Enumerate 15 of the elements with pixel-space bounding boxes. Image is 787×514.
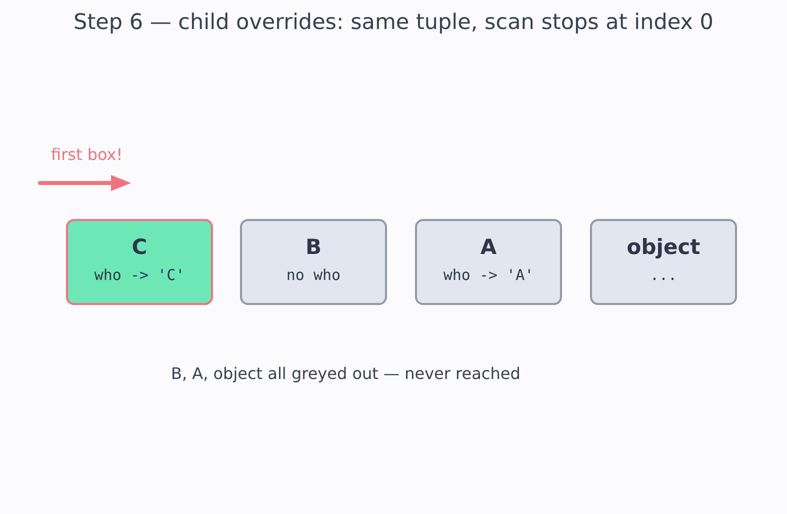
class-name: B xyxy=(305,234,322,260)
note-text: B, A, object all greyed out — never reached xyxy=(171,364,520,383)
highlighted-class-box xyxy=(66,219,213,305)
class-box xyxy=(240,219,387,305)
arrow-label: first box! xyxy=(51,145,123,164)
class-box xyxy=(590,219,737,305)
method-text: ... xyxy=(650,265,678,285)
class-name: C xyxy=(132,234,148,260)
method-text: no who xyxy=(286,265,341,285)
class-name: A xyxy=(480,234,497,260)
class-box xyxy=(415,219,562,305)
method-text: who -> 'C' xyxy=(94,265,185,285)
class-name: object xyxy=(626,234,700,260)
method-text: who -> 'A' xyxy=(443,265,534,285)
diagram-title: Step 6 — child overrides: same tuple, scan stops at index 0 xyxy=(74,10,714,35)
